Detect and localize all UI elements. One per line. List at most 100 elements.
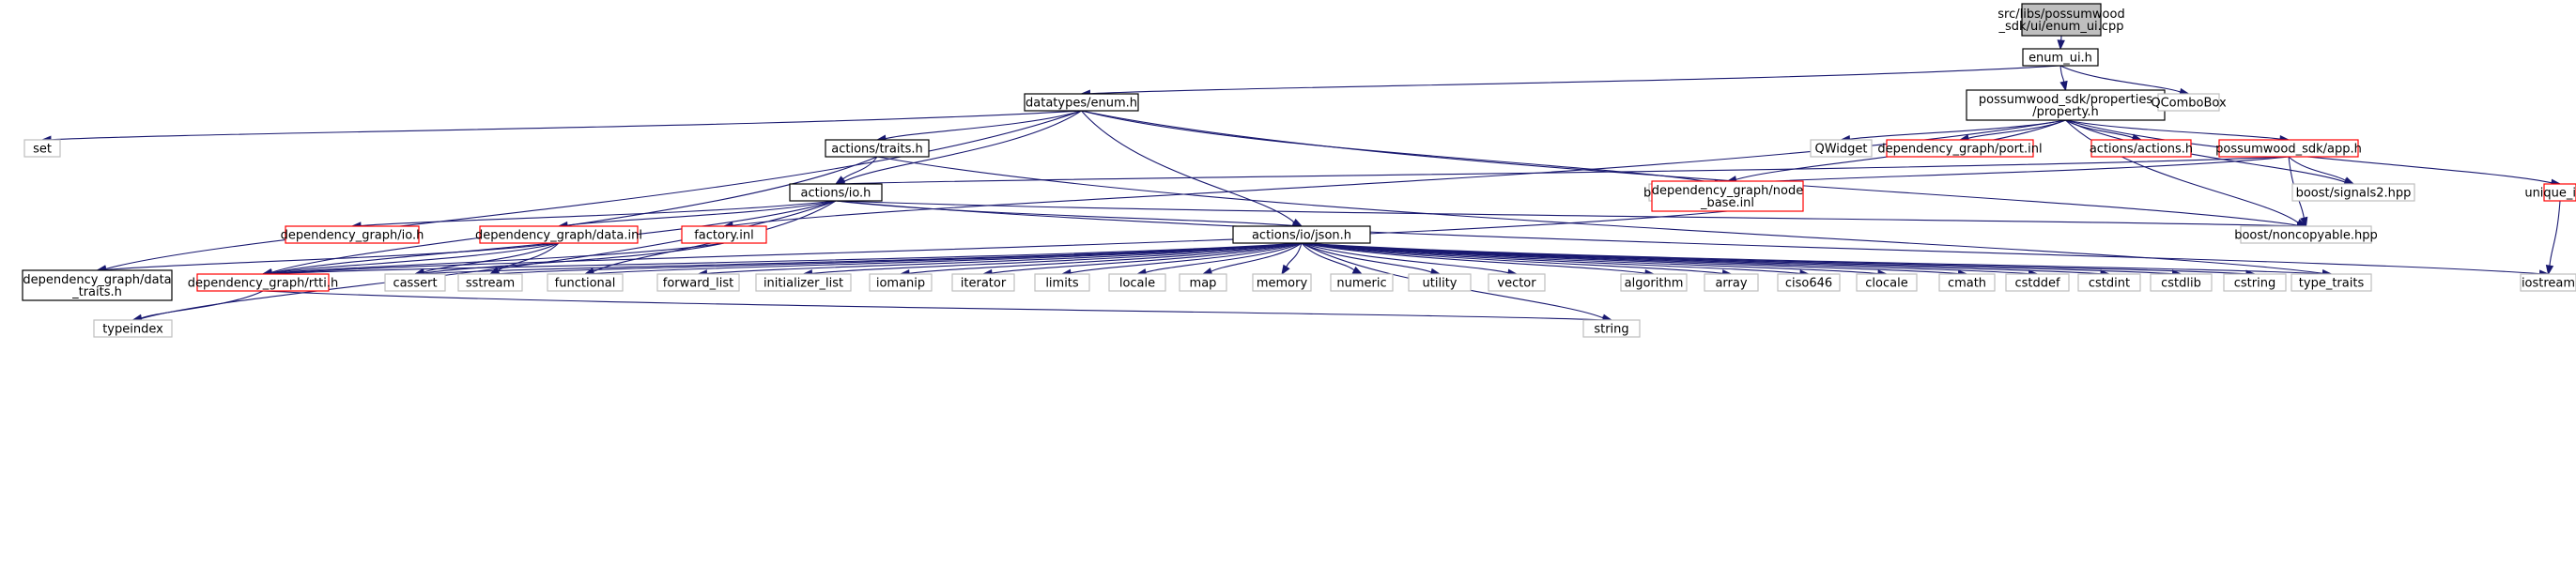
node-label: initializer_list bbox=[764, 277, 843, 291]
node-string[interactable]: string bbox=[1582, 319, 1641, 338]
node-iterator[interactable]: iterator bbox=[951, 273, 1015, 292]
node-map[interactable]: map bbox=[1179, 273, 1227, 292]
node-box bbox=[1704, 273, 1759, 292]
node-signals2[interactable]: boost/signals2.hpp bbox=[2291, 183, 2415, 202]
node-label: typeindex bbox=[102, 323, 163, 337]
node-memory[interactable]: memory bbox=[1252, 273, 1312, 292]
node-cstdint[interactable]: cstdint bbox=[2077, 273, 2141, 292]
node-label: forward_list bbox=[663, 277, 733, 291]
node-clocale[interactable]: clocale bbox=[1856, 273, 1918, 292]
node-app[interactable]: possumwood_sdk/app.h bbox=[2215, 139, 2362, 158]
node-label: src/libs/possumwood bbox=[1998, 8, 2124, 22]
edge-line bbox=[141, 200, 837, 320]
node-label: cmath bbox=[1948, 277, 1986, 291]
node-algorithm[interactable]: algorithm bbox=[1620, 273, 1688, 292]
edge-line bbox=[2288, 156, 2347, 181]
edge-line bbox=[105, 110, 1082, 270]
node-box bbox=[1966, 89, 2166, 121]
node-label: map bbox=[1190, 277, 1217, 291]
node-qcombobox[interactable]: QComboBox bbox=[2151, 93, 2227, 112]
node-enum-ui[interactable]: enum_ui.h bbox=[2022, 48, 2099, 67]
node-utility[interactable]: utility bbox=[1408, 273, 1472, 292]
node-box bbox=[2291, 183, 2415, 202]
node-box bbox=[2157, 93, 2220, 112]
node-cstdlib[interactable]: cstdlib bbox=[2150, 273, 2213, 292]
edge-line bbox=[270, 242, 1303, 275]
node-port[interactable]: dependency_graph/port.inl bbox=[1877, 139, 2043, 158]
node-cassert[interactable]: cassert bbox=[384, 273, 446, 292]
node-ciso646[interactable]: ciso646 bbox=[1777, 273, 1841, 292]
node-sstream[interactable]: sstream bbox=[457, 273, 523, 292]
node-label: _sdk/ui/enum_ui.cpp bbox=[1998, 20, 2124, 34]
node-array[interactable]: array bbox=[1704, 273, 1759, 292]
node-label: actions/io/json.h bbox=[1252, 229, 1351, 243]
node-cmath[interactable]: cmath bbox=[1938, 273, 1996, 292]
node-json[interactable]: actions/io/json.h bbox=[1232, 225, 1371, 244]
node-forward-list[interactable]: forward_list bbox=[656, 273, 740, 292]
node-label: sstream bbox=[466, 277, 515, 291]
node-label: actions/io.h bbox=[801, 187, 872, 201]
node-datatypes-enum[interactable]: datatypes/enum.h bbox=[1024, 93, 1139, 112]
node-typeindex[interactable]: typeindex bbox=[93, 319, 173, 338]
node-io[interactable]: actions/io.h bbox=[789, 183, 883, 202]
node-limits[interactable]: limits bbox=[1034, 273, 1090, 292]
edge-line bbox=[835, 200, 2298, 227]
node-dg-data[interactable]: dependency_graph/data.inl bbox=[475, 225, 642, 244]
node-label: enum_ui.h bbox=[2028, 52, 2092, 66]
node-type-traits[interactable]: type_traits bbox=[2291, 273, 2372, 292]
node-cstddef[interactable]: cstddef bbox=[2005, 273, 2070, 292]
node-unique-id[interactable]: unique_id.h bbox=[2524, 183, 2576, 202]
node-box bbox=[2090, 139, 2192, 158]
edge-line bbox=[2059, 65, 2065, 83]
node-box bbox=[1488, 273, 1546, 292]
edge-line bbox=[732, 119, 2066, 226]
node-label: boost/noncopyable.hpp bbox=[2234, 229, 2378, 243]
node-box bbox=[1582, 319, 1641, 338]
edge-line bbox=[1301, 242, 2323, 275]
node-root[interactable]: src/libs/possumwood_sdk/ui/enum_ui.cpp bbox=[1998, 3, 2125, 37]
node-traits[interactable]: actions/traits.h bbox=[825, 139, 930, 158]
node-box bbox=[285, 225, 420, 244]
edge-line bbox=[498, 242, 1303, 275]
node-set[interactable]: set bbox=[23, 139, 61, 158]
node-label: unique_id.h bbox=[2524, 187, 2576, 201]
edge-line bbox=[1301, 242, 1801, 274]
edge-json-to-memory bbox=[1281, 242, 1303, 276]
edge-line bbox=[1089, 65, 2061, 95]
node-node-base[interactable]: dependency_graph/node_base.inl bbox=[1651, 180, 1804, 212]
edge-line bbox=[1081, 110, 1295, 223]
node-box bbox=[2223, 273, 2287, 292]
node-iostream[interactable]: iostream bbox=[2520, 273, 2576, 292]
node-dg-io[interactable]: dependency_graph/io.h bbox=[281, 225, 424, 244]
node-property[interactable]: possumwood_sdk/properties/property.h bbox=[1966, 89, 2166, 121]
node-rtti[interactable]: dependency_graph/rtti.h bbox=[188, 273, 339, 292]
node-box bbox=[1034, 273, 1090, 292]
node-factory[interactable]: factory.inl bbox=[681, 225, 767, 244]
node-box bbox=[1024, 93, 1139, 112]
node-numeric[interactable]: numeric bbox=[1330, 273, 1394, 292]
node-label: boost/signals2.hpp bbox=[2296, 187, 2412, 201]
edge-line bbox=[270, 200, 837, 274]
node-cstring[interactable]: cstring bbox=[2223, 273, 2287, 292]
node-locale[interactable]: locale bbox=[1108, 273, 1166, 292]
edge-line bbox=[270, 242, 560, 274]
node-vector[interactable]: vector bbox=[1488, 273, 1546, 292]
node-label: actions/actions.h bbox=[2090, 143, 2193, 157]
node-box bbox=[2021, 3, 2102, 37]
node-iomanip[interactable]: iomanip bbox=[869, 273, 933, 292]
edge-line bbox=[141, 290, 264, 319]
node-functional[interactable]: functional bbox=[547, 273, 624, 292]
edge-line bbox=[497, 242, 560, 271]
edge-line bbox=[876, 156, 2323, 274]
node-noncopyable[interactable]: boost/noncopyable.hpp bbox=[2234, 225, 2378, 244]
node-data-traits[interactable]: dependency_graph/data_traits.h bbox=[22, 269, 173, 301]
edge-app-to-signals2 bbox=[2288, 156, 2355, 185]
node-box bbox=[1777, 273, 1841, 292]
node-actions-actions[interactable]: actions/actions.h bbox=[2090, 139, 2193, 158]
node-qwidget[interactable]: QWidget bbox=[1810, 139, 1873, 158]
node-label: cassert bbox=[393, 277, 437, 291]
node-initializer-list[interactable]: initializer_list bbox=[755, 273, 852, 292]
node-box bbox=[547, 273, 624, 292]
edge-property-to-port bbox=[1958, 119, 2066, 143]
node-box bbox=[196, 273, 330, 292]
